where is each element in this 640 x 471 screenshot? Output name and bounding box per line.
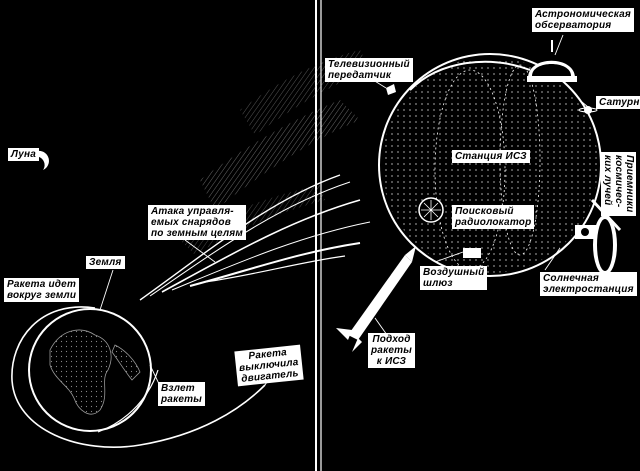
observatory-dome (527, 40, 577, 82)
rocket-orbit-path (11, 306, 266, 448)
saturn-label: Сатурн (596, 96, 640, 109)
engine-off-label: Ракета выключила двигатель (234, 344, 304, 387)
solar-power-station-label: Солнечная электростанция (540, 272, 637, 296)
launch-path (97, 369, 159, 433)
launch-label: Взлет ракеты (158, 382, 205, 406)
tv-transmitter-label: Телевизионный передатчик (325, 58, 413, 82)
tv-transmitter-icon (386, 84, 396, 95)
missile-attack-label: Атака управля- емых снарядов по земным ц… (148, 205, 246, 240)
airlock-label: Воздушный шлюз (420, 266, 488, 290)
radar-label: Поисковый радиолокатор (452, 205, 535, 229)
rocket-approach-label: Подход ракеты к ИСЗ (368, 333, 415, 368)
station-label: Станция ИСЗ (452, 150, 530, 163)
observatory-label: Астрономическая обсерватория (532, 8, 635, 32)
solar-power-station (575, 198, 622, 275)
rocket-orbit-label: Ракета идет вокруг земли (4, 278, 80, 302)
cosmic-ray-receivers-label: Приемники космичес- ких лучей (601, 152, 636, 216)
radar-dish-icon (418, 197, 444, 223)
saturn-icon (578, 106, 598, 114)
airlock (463, 248, 481, 258)
station-sphere (378, 53, 602, 277)
earth-label: Земля (86, 256, 125, 269)
earth-globe (28, 308, 152, 432)
approaching-rocket (336, 246, 416, 352)
moon-label: Луна (8, 148, 39, 161)
